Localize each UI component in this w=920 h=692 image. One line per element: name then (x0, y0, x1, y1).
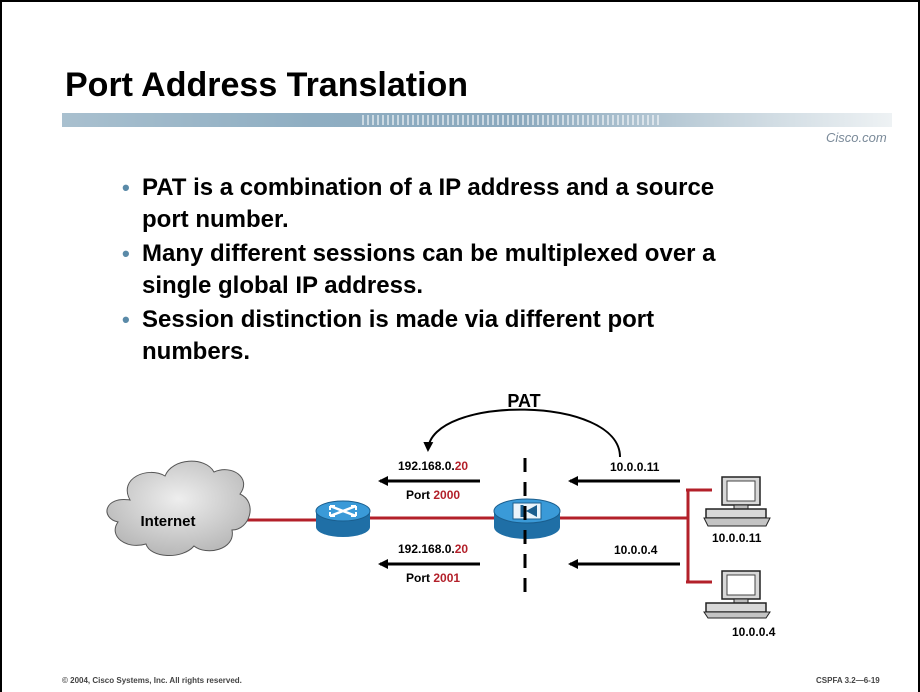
host-bottom-label: 10.0.0.4 (732, 625, 776, 639)
internet-cloud-icon (106, 460, 251, 557)
cisco-brand-label: Cisco.com (826, 130, 887, 145)
slide-title: Port Address Translation (65, 66, 469, 104)
title-underline-bar (62, 113, 892, 127)
bottom-outside-ip-prefix: 192.168.0. (398, 542, 455, 556)
bottom-outside-port-value: 2001 (433, 571, 460, 585)
bullet-text-line: Session distinction is made via differen… (142, 306, 655, 333)
title-bar-stripes (362, 115, 662, 125)
pat-device-icon (493, 498, 561, 539)
footer-copyright: © 2004, Cisco Systems, Inc. All rights r… (62, 676, 242, 685)
bullet-item: • Session distinction is made via differ… (118, 304, 878, 368)
router-icon (315, 500, 371, 537)
bottom-outside-port-label: Port 2001 (406, 571, 460, 585)
bullet-text-line: port number. (142, 206, 289, 233)
bullet-dot-icon: • (122, 307, 130, 332)
bullet-dot-icon: • (122, 175, 130, 200)
bullet-text-line: numbers. (142, 338, 251, 365)
bullet-text-line: PAT is a combination of a IP address and… (142, 174, 715, 201)
pat-label: PAT (507, 391, 540, 411)
internet-cloud-label: Internet (140, 513, 195, 530)
footer-course-code: CSPFA 3.2—6-19 (816, 676, 880, 685)
top-outside-ip-label: 192.168.0.20 (398, 459, 468, 473)
top-inside-ip-label: 10.0.0.11 (610, 460, 660, 474)
host-top-label: 10.0.0.11 (712, 531, 762, 545)
bottom-inside-ip-label: 10.0.0.4 (614, 543, 658, 557)
bullet-text-line: single global IP address. (142, 272, 423, 299)
bottom-outside-ip-label: 192.168.0.20 (398, 542, 468, 556)
bottom-outside-port-prefix: Port (406, 571, 433, 585)
top-outside-port-prefix: Port (406, 488, 433, 502)
top-outside-port-value: 2000 (433, 488, 460, 502)
bottom-outside-ip-suffix: 20 (455, 542, 469, 556)
bullet-list: • PAT is a combination of a IP address a… (118, 172, 878, 370)
pat-curved-arrow (423, 408, 621, 458)
top-outside-ip-suffix: 20 (455, 459, 469, 473)
host-computer-icon (703, 570, 771, 619)
bullet-text-line: Many different sessions can be multiplex… (142, 240, 716, 267)
bullet-dot-icon: • (122, 241, 130, 266)
top-outside-ip-prefix: 192.168.0. (398, 459, 455, 473)
top-outside-port-label: Port 2000 (406, 488, 460, 502)
bullet-item: • PAT is a combination of a IP address a… (118, 172, 878, 236)
host-computer-icon (703, 476, 771, 527)
bullet-item: • Many different sessions can be multipl… (118, 238, 878, 302)
